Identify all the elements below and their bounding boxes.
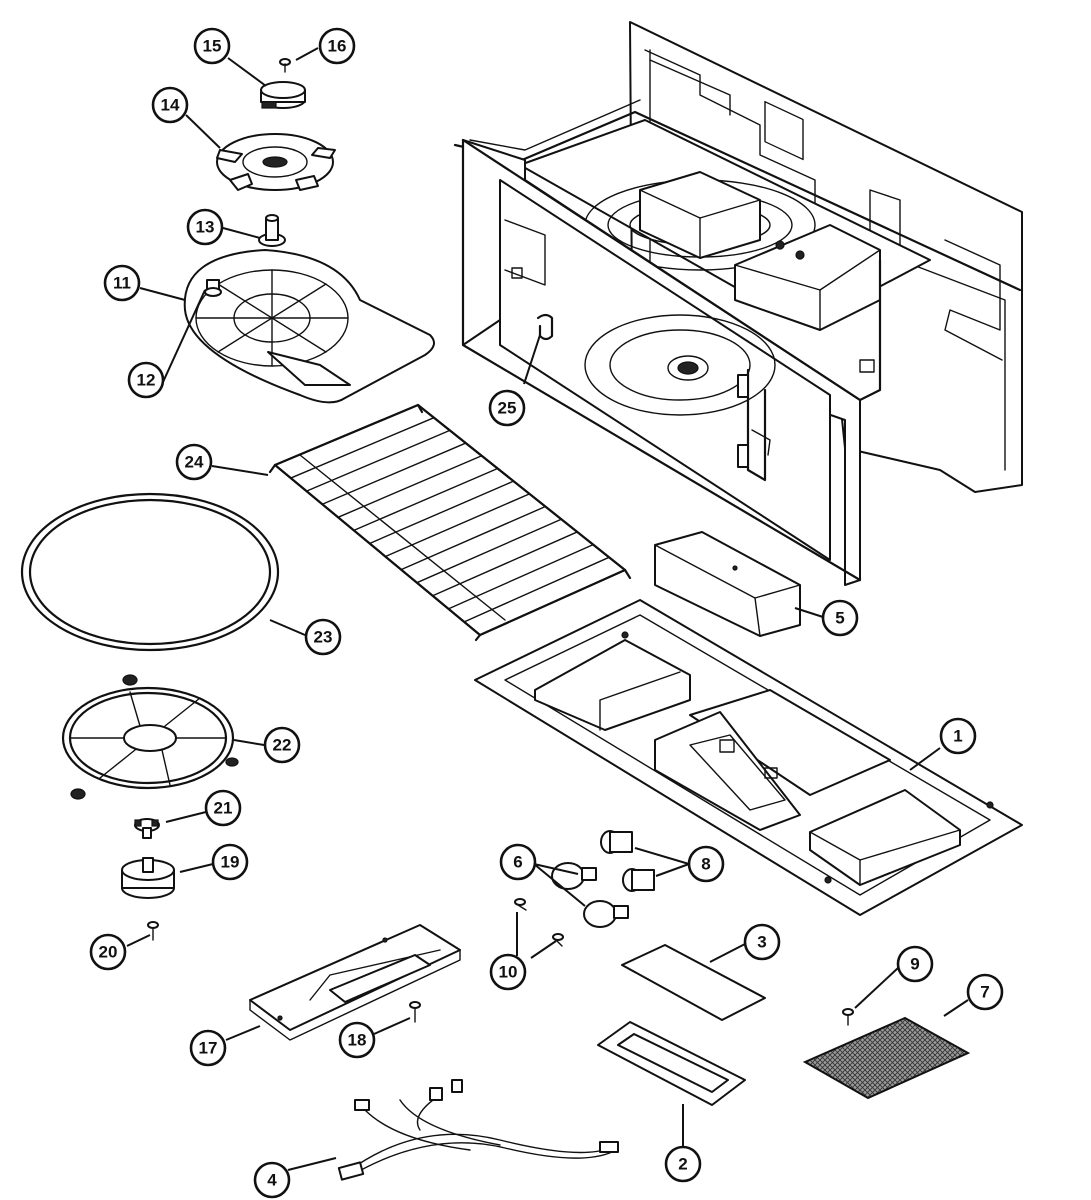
coupler-part	[258, 214, 286, 247]
callout-2: 2	[664, 1145, 702, 1183]
light-lens-part	[621, 944, 766, 1021]
rack-wire	[400, 505, 547, 571]
light-cover-part	[597, 1021, 746, 1106]
callout-17: 17	[189, 1029, 227, 1067]
grease-filter-part	[802, 1016, 971, 1100]
rack-wire	[321, 442, 467, 505]
callout-12: 12	[127, 361, 165, 399]
callout-21: 21	[204, 789, 242, 827]
svg-text:17: 17	[199, 1039, 218, 1058]
callout-22: 22	[263, 726, 301, 764]
svg-text:7: 7	[980, 983, 989, 1002]
svg-text:8: 8	[701, 855, 710, 874]
callout-3: 3	[743, 923, 781, 961]
svg-text:10: 10	[499, 963, 518, 982]
lamp-sockets-part	[600, 830, 655, 892]
svg-text:20: 20	[99, 943, 118, 962]
light-bulbs-part	[551, 862, 629, 928]
screw-20-part	[147, 921, 159, 941]
callout-15: 15	[193, 27, 231, 65]
callout-24: 24	[175, 443, 213, 481]
callout-23: 23	[304, 618, 342, 656]
mounting-bracket-part	[249, 924, 461, 1041]
callout-11: 11	[103, 264, 141, 302]
svg-text:4: 4	[267, 1171, 277, 1190]
leader-lines	[126, 47, 969, 1171]
callout-14: 14	[151, 86, 189, 124]
screw-18-part	[409, 1001, 421, 1023]
callout-25: 25	[488, 389, 526, 427]
callout-10: 10	[489, 953, 527, 991]
rack-wire	[447, 543, 594, 610]
svg-text:15: 15	[203, 37, 222, 56]
rack-wire	[431, 531, 578, 597]
callout-9: 9	[896, 945, 934, 983]
turntable-motor-part	[121, 857, 175, 899]
svg-text:21: 21	[214, 799, 233, 818]
svg-text:14: 14	[161, 96, 180, 115]
svg-text:5: 5	[835, 609, 844, 628]
rack-wire	[416, 518, 563, 584]
turntable-ring-part	[20, 492, 280, 652]
callout-labels: 1 2 3 4 5 6 7 8 9 10 11 12 13 14 15 16 1…	[89, 27, 1004, 1199]
rack-wire	[337, 455, 483, 519]
base-plate-part	[474, 599, 1023, 916]
svg-text:2: 2	[678, 1155, 687, 1174]
svg-text:12: 12	[137, 371, 156, 390]
rack-wire	[305, 429, 451, 492]
rack-wire	[368, 480, 515, 545]
rack-wire	[290, 416, 435, 479]
screws-10-part	[514, 898, 564, 947]
rack-wire	[463, 556, 610, 623]
cabinet-housing	[453, 21, 1023, 586]
callout-1: 1	[939, 717, 977, 755]
svg-text:9: 9	[910, 955, 919, 974]
stirrer-blade-part	[216, 133, 336, 191]
wire-harness-part	[337, 1079, 619, 1181]
oven-rack-part	[268, 403, 632, 642]
svg-text:13: 13	[196, 218, 215, 237]
svg-text:24: 24	[185, 453, 204, 472]
callout-6: 6	[499, 843, 537, 881]
callout-13: 13	[186, 208, 224, 246]
stirrer-motor-part	[260, 81, 306, 109]
nut-12-part	[204, 279, 222, 297]
stirrer-cover-part	[183, 249, 435, 404]
svg-text:25: 25	[498, 399, 517, 418]
svg-text:11: 11	[113, 274, 131, 293]
svg-text:19: 19	[221, 853, 240, 872]
rack-wire	[384, 493, 531, 558]
svg-text:16: 16	[328, 37, 347, 56]
cover-box-part	[654, 531, 801, 637]
svg-text:6: 6	[513, 853, 522, 872]
callout-7: 7	[966, 973, 1004, 1011]
svg-text:22: 22	[273, 736, 292, 755]
roller-guide-part	[61, 674, 239, 800]
svg-text:23: 23	[314, 628, 333, 647]
svg-text:1: 1	[953, 727, 962, 746]
screw-16-part	[279, 58, 291, 73]
screw-9-part	[842, 1008, 854, 1026]
callout-5: 5	[821, 599, 859, 637]
rack-wire	[353, 467, 499, 532]
svg-text:3: 3	[757, 933, 766, 952]
svg-text:18: 18	[348, 1031, 367, 1050]
callout-18: 18	[338, 1021, 376, 1059]
callout-8: 8	[687, 845, 725, 883]
small-coupler-part	[134, 818, 160, 839]
callout-4: 4	[253, 1161, 291, 1199]
callout-16: 16	[318, 27, 356, 65]
callout-20: 20	[89, 933, 127, 971]
callout-19: 19	[211, 843, 249, 881]
